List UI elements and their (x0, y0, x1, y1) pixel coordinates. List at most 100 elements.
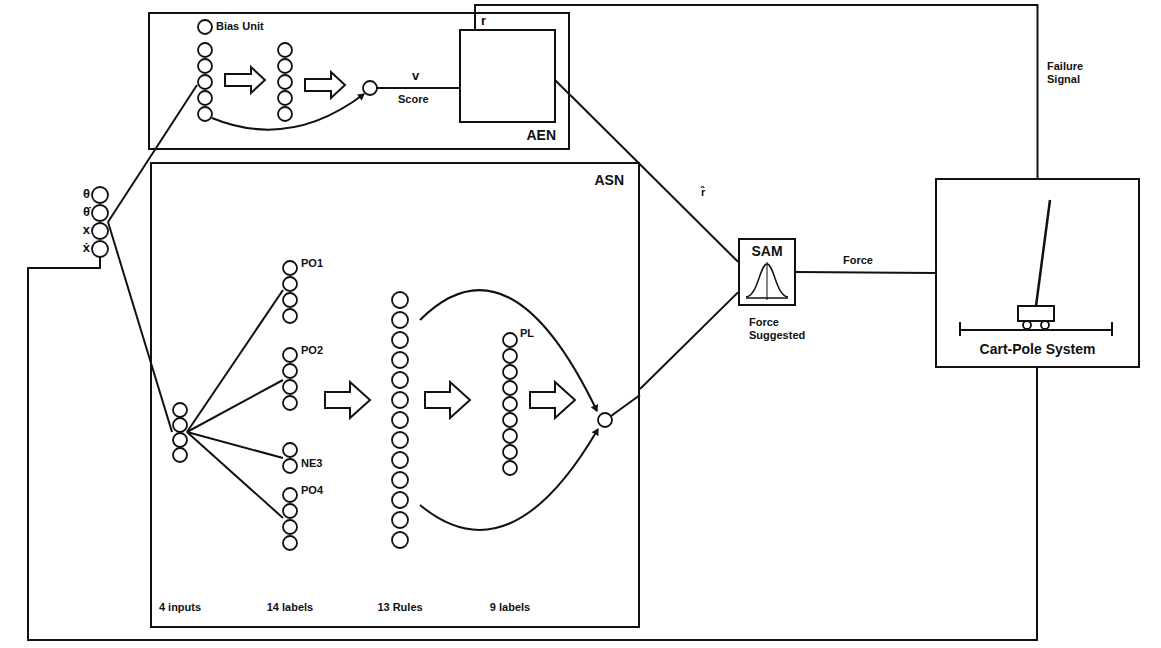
signal-connector (475, 5, 1037, 178)
plant-box: Cart-Pole System (935, 178, 1140, 368)
neuron (503, 413, 517, 427)
skip-arrow (420, 429, 598, 530)
track-end (959, 322, 961, 336)
layer-label: 9 labels (490, 600, 530, 614)
neuron (392, 512, 408, 528)
cart-track (960, 329, 1112, 331)
layer-label: NE3 (301, 456, 322, 470)
signal-wire (555, 80, 570, 95)
neuron (503, 349, 517, 363)
neuron (1041, 321, 1049, 329)
neuron (278, 75, 292, 89)
neuron (173, 418, 187, 432)
neuron (278, 43, 292, 57)
network-box: AEN (148, 12, 570, 150)
neuron (283, 309, 297, 323)
neuron (392, 392, 408, 408)
track-end (1111, 322, 1113, 336)
neuron (392, 492, 408, 508)
neuron (503, 429, 517, 443)
fuzzify-wire (187, 290, 283, 432)
sam-axis (767, 262, 768, 300)
neuron (198, 107, 212, 121)
neuron (392, 532, 408, 548)
signal-connector (640, 292, 738, 389)
neuron (283, 364, 297, 378)
node-title: ASN (594, 172, 624, 189)
neuron (503, 397, 517, 411)
signal-symbol: θ̇ (83, 204, 90, 220)
skip-arrow (212, 94, 364, 130)
neuron (392, 332, 408, 348)
layer-arrow (530, 382, 575, 418)
neuron (392, 452, 408, 468)
neuron (363, 81, 377, 95)
neuron (173, 448, 187, 462)
neuron (198, 59, 212, 73)
signal-symbol: ẋ (83, 240, 90, 256)
layer-label: 14 labels (267, 600, 313, 614)
cart (1018, 306, 1054, 321)
fuzzify-wire (187, 380, 283, 432)
neuron (392, 412, 408, 428)
skip-arrow (420, 290, 597, 411)
neuron (283, 504, 297, 518)
signal-symbol: θ (83, 186, 90, 202)
layer-label: PL (520, 326, 534, 340)
layer-label: Bias Unit (216, 19, 264, 33)
neuron (92, 205, 108, 221)
layer-arrow (225, 67, 265, 93)
neuron (283, 459, 297, 473)
neuron (598, 413, 612, 427)
neuron (392, 372, 408, 388)
signal-connector (796, 272, 935, 273)
layer-label: Score (398, 92, 429, 106)
neuron (503, 445, 517, 459)
neuron (283, 396, 297, 410)
neuron (198, 43, 212, 57)
connector-label: r̂ (700, 186, 706, 199)
neuron (198, 20, 212, 34)
layer-label: PO1 (301, 256, 323, 270)
neuron (278, 107, 292, 121)
neuron (392, 432, 408, 448)
node-title: SAM (740, 243, 794, 260)
neuron (283, 443, 297, 457)
modifier-box: SAM (738, 238, 796, 306)
layer-label: PO4 (301, 483, 323, 497)
node-title: AEN (526, 127, 556, 144)
pole (1036, 200, 1050, 306)
neuron (198, 91, 212, 105)
signal-symbol: v (412, 68, 419, 84)
signal-wire (611, 395, 640, 416)
layer-arrow (305, 72, 345, 98)
neuron (283, 520, 297, 534)
neuron (283, 536, 297, 550)
neuron (283, 348, 297, 362)
neuron (283, 488, 297, 502)
neuron (278, 59, 292, 73)
node-title: Cart-Pole System (937, 341, 1138, 358)
input-wire (108, 222, 172, 432)
signal-connector (570, 95, 738, 262)
neuron (92, 187, 108, 203)
neuron (1023, 321, 1031, 329)
connector-label: Failure Signal (1046, 60, 1100, 86)
neuron (283, 261, 297, 275)
layer-label: 4 inputs (159, 600, 201, 614)
connector-label: Force (842, 254, 874, 267)
signal-symbol: r (481, 13, 486, 29)
neuron (503, 365, 517, 379)
neuron (392, 312, 408, 328)
neuron (92, 241, 108, 257)
signal-wire (474, 12, 476, 30)
feedback-wire (28, 257, 1037, 640)
gaussian-curve (746, 264, 788, 297)
neuron (283, 380, 297, 394)
neuron (92, 223, 108, 239)
layer-label: PO2 (301, 343, 323, 357)
neuron (392, 292, 408, 308)
neuron (283, 277, 297, 291)
neuron (503, 381, 517, 395)
